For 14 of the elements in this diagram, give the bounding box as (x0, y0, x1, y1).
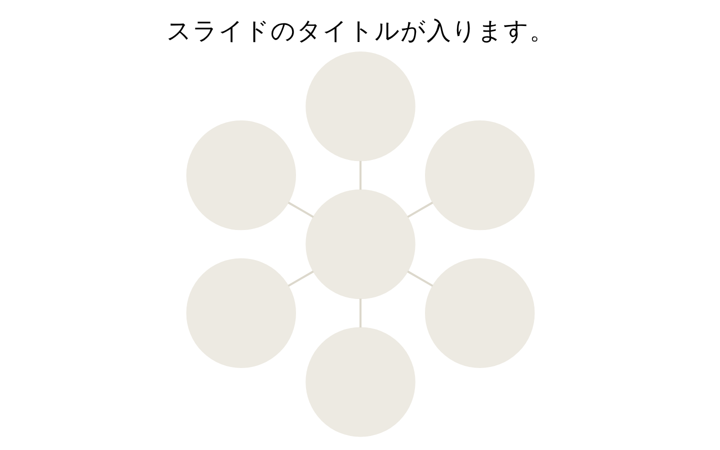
node-person (424, 120, 534, 230)
connector (358, 160, 362, 190)
connector (406, 202, 433, 218)
node-person (424, 258, 534, 368)
diagram-title: スライドのタイトルが入ります。 (166, 16, 554, 46)
node-person (186, 258, 296, 368)
node-person (305, 189, 415, 300)
node-person (305, 327, 415, 437)
connector (287, 202, 314, 218)
connector (287, 270, 314, 287)
connector (406, 270, 433, 287)
node-person (305, 52, 415, 162)
node-person (186, 120, 296, 230)
connector (358, 298, 362, 328)
